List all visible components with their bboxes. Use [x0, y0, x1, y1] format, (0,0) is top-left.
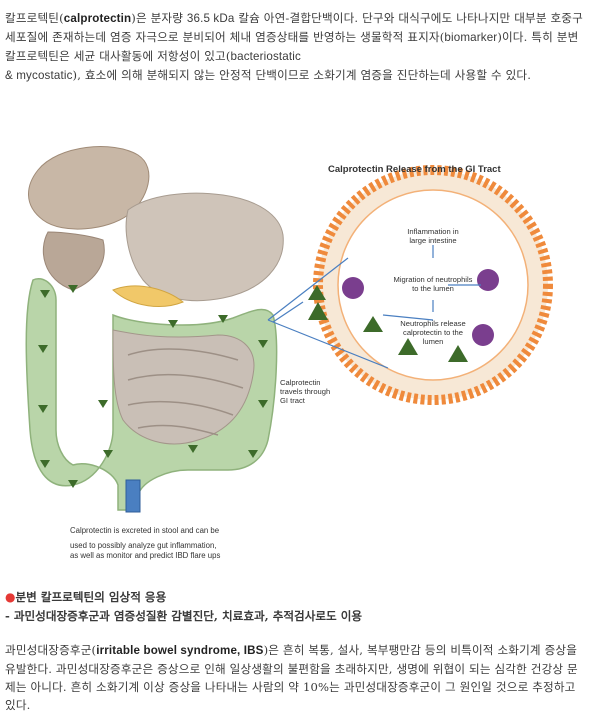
section-heading: ●분변 칼프로텍틴의 임상적 응용 - 과민성대장증후군과 염증성질환 감별진단,…	[5, 588, 583, 626]
connector-line	[267, 319, 389, 369]
intro-text: )이다. 특히 분변 칼프로텍틴은 세균 대사활동에 저항성이 있고(	[5, 30, 579, 63]
intro-text: )은 분자량	[131, 11, 187, 25]
arrow-line	[272, 301, 304, 323]
intro-text: ), 효소에 의해 분해되지 않는 안정적 단백이므로 소화기계 염증을 진단하…	[72, 68, 532, 82]
intro-paragraph: 칼프로텍틴(calprotectin)은 분자량 36.5 kDa 칼슘 아연-…	[5, 9, 583, 85]
ibs-text: 과민성대장증후군(	[5, 643, 97, 657]
calprotectin-term: calprotectin	[63, 12, 132, 25]
ibs-term: irritable bowel syndrome, IBS	[96, 644, 264, 657]
bacteriostatic-term: bacteriostatic	[230, 50, 301, 63]
connector-line	[267, 257, 349, 321]
section-title: 분변 칼프로텍틴의 임상적 응용	[15, 590, 167, 604]
ibs-paragraph: 과민성대장증후군(irritable bowel syndrome, IBS)은…	[5, 641, 583, 714]
stool-line: as well as monitor and predict IBD flare…	[70, 550, 221, 560]
figure-title: Calprotectin Release from the GI Tract	[328, 164, 501, 175]
intestine-zoom-circle	[308, 165, 553, 405]
intestines	[25, 278, 278, 513]
biomarker-term: biomarker	[444, 31, 498, 44]
molecular-weight: 36.5 kDa	[186, 12, 235, 25]
stool-label-cont: used to possibly analyze gut inflammatio…	[70, 541, 220, 560]
calprotectin-triangles	[38, 285, 268, 488]
section-subtitle: - 과민성대장증후군과 염증성질환 감별진단, 치료효과, 추적검사로도 이용	[5, 609, 363, 623]
bullet-icon: ●	[5, 590, 16, 604]
calprotectin-gi-figure: Calprotectin Release from the GI Tract I…	[25, 146, 553, 535]
stool-label: Calprotectin is excreted in stool and ca…	[70, 526, 219, 535]
upper-organs	[28, 146, 284, 307]
ibs-text: )은 흔히 복통, 설사, 복부팽만감 등의 비특이적 소화기계 증상을 유발한…	[5, 643, 578, 712]
mycostatic-term: & mycostatic	[5, 69, 73, 82]
intro-text: 칼프로텍틴(	[5, 11, 64, 25]
intro-text: 칼슘 아연-결합단백이다. 단구와 대식구에도 나타나지만 대부분 호중구 세포…	[5, 11, 583, 44]
stool-line: used to possibly analyze gut inflammatio…	[70, 541, 217, 550]
